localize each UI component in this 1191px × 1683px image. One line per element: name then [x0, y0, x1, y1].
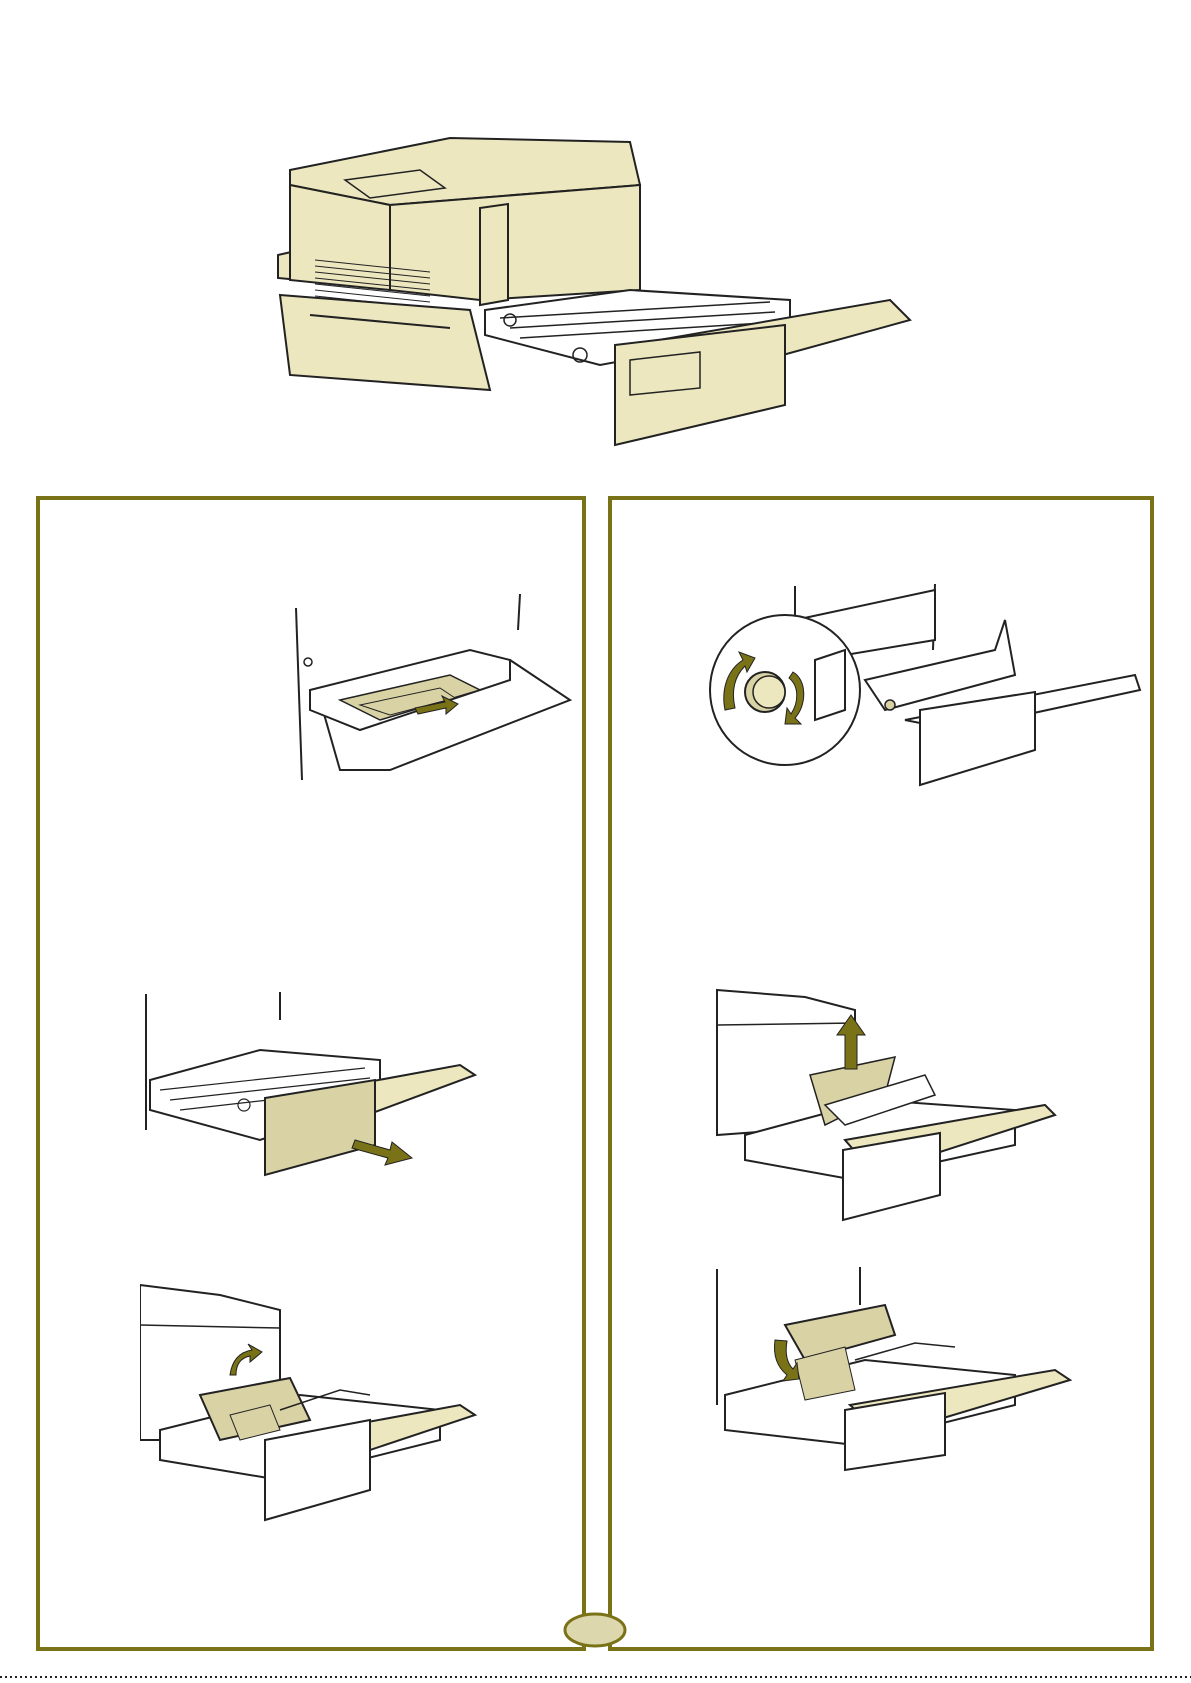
- lift-paper-out-illustration: [715, 985, 1075, 1225]
- lift-paper-out-icon: [715, 985, 1075, 1225]
- close-inner-cover-icon: [715, 1265, 1085, 1475]
- close-inner-cover-illustration: [715, 1265, 1085, 1475]
- printer-overview-illustration: [270, 130, 970, 480]
- pull-out-duplex-unit-icon: [140, 990, 490, 1180]
- printer-with-duplex-unit-icon: [270, 130, 970, 480]
- turn-feed-knob-icon: [695, 580, 1145, 790]
- remove-jammed-paper-icon: [280, 590, 580, 790]
- turn-feed-knob-illustration: [695, 580, 1145, 790]
- page-number-badge: [563, 1612, 627, 1648]
- open-inner-cover-illustration: [140, 1280, 490, 1530]
- page-badge-icon: [563, 1612, 627, 1648]
- open-inner-cover-icon: [140, 1280, 490, 1530]
- pull-out-duplex-unit-illustration: [140, 990, 490, 1180]
- bottom-dotted-rule: [0, 1676, 1191, 1678]
- remove-jammed-paper-illustration: [280, 590, 580, 790]
